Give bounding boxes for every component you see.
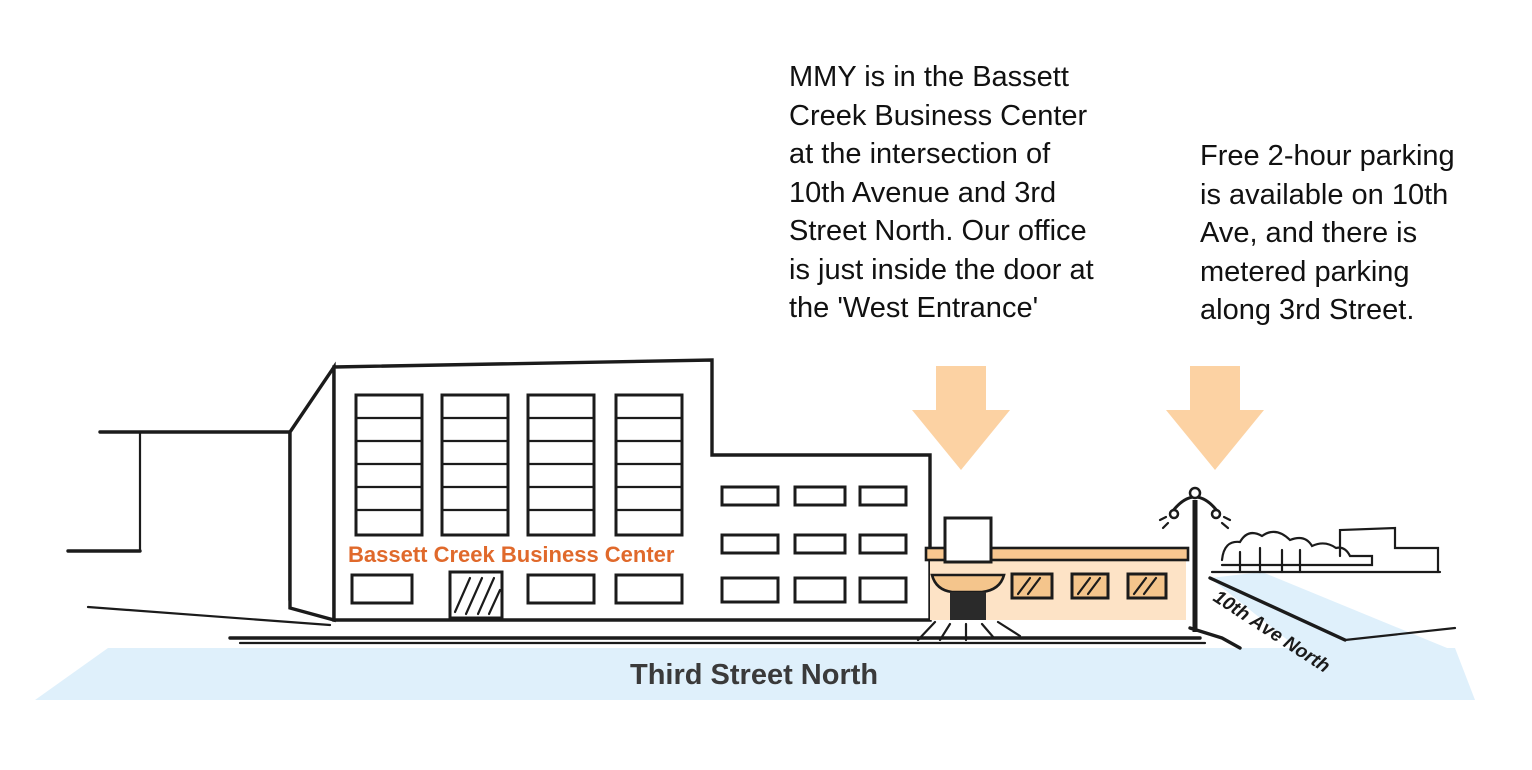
parking-arrow bbox=[1166, 366, 1264, 470]
main-door bbox=[448, 570, 504, 620]
sidewalk-line bbox=[86, 605, 332, 627]
building-sign: Bassett Creek Business Center bbox=[348, 542, 675, 567]
annex-windows bbox=[1010, 572, 1168, 600]
tree-trunks bbox=[1238, 546, 1302, 574]
side-curb bbox=[1208, 576, 1347, 642]
street-lamp bbox=[1158, 486, 1232, 632]
distant-building bbox=[1338, 526, 1440, 574]
tall-building-windows bbox=[354, 393, 684, 537]
entrance-caption: MMY is in the Bassett Creek Business Cen… bbox=[789, 61, 1094, 324]
ground-floor-windows bbox=[350, 573, 684, 605]
tenth-ave-north-road bbox=[1210, 572, 1452, 650]
corner-curb bbox=[1188, 626, 1242, 650]
mid-block-windows bbox=[720, 485, 908, 604]
west-entrance-arrow bbox=[912, 366, 1010, 470]
west-entrance-door bbox=[950, 592, 986, 620]
far-curb bbox=[1343, 626, 1457, 642]
main-building-side bbox=[288, 361, 336, 623]
entrance-canopy bbox=[930, 573, 1006, 594]
third-street-north-road bbox=[35, 648, 1475, 700]
tree-line bbox=[1220, 530, 1374, 567]
third-street-north-label: Third Street North bbox=[630, 659, 878, 691]
entrance-sign-box bbox=[943, 516, 993, 564]
entrance-steps bbox=[916, 620, 1022, 642]
parking-caption: Free 2-hour parking is available on 10th… bbox=[1200, 140, 1455, 326]
background-building-left bbox=[98, 430, 292, 602]
